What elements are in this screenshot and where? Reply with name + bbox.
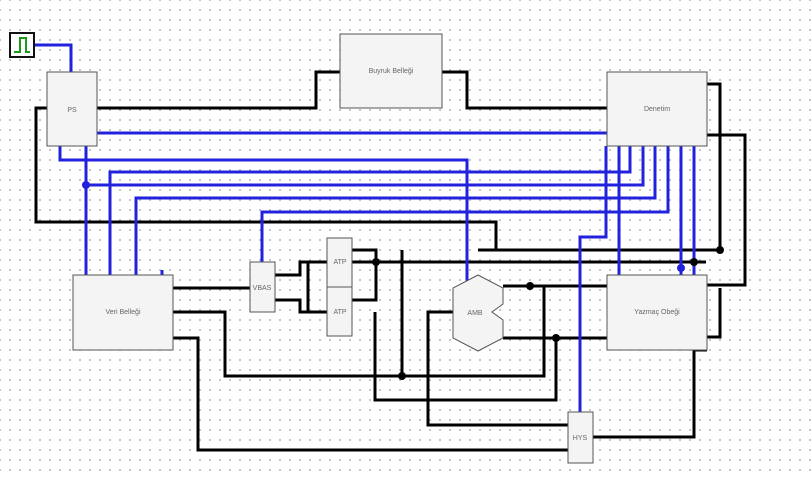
amb-alu[interactable]: AMB xyxy=(452,274,504,352)
junction-dot xyxy=(372,258,380,266)
wire-bottom-1 xyxy=(373,312,558,402)
wire-ctrl-5 xyxy=(260,146,670,262)
wire-bottom-2 xyxy=(426,310,568,427)
wire-ps-to-control xyxy=(97,70,607,110)
data-memory-label: Veri Belleği xyxy=(105,309,140,316)
register-file[interactable]: Yazmaç Obeği xyxy=(606,274,708,351)
junction-dot xyxy=(690,258,698,266)
atp-top-body xyxy=(326,237,353,288)
atp-top-label: ATP xyxy=(333,259,346,266)
wire-clock-to-ps xyxy=(34,43,73,72)
ps-register[interactable]: PS xyxy=(46,71,98,147)
wire-ctrl-hys xyxy=(578,146,608,412)
hys-body xyxy=(567,411,594,464)
control-wires xyxy=(34,43,696,412)
wire-bottom-3 xyxy=(173,336,568,452)
register-file-body xyxy=(606,274,708,351)
vbas-body xyxy=(249,261,276,313)
atp-top-unit[interactable]: ATP xyxy=(326,237,353,288)
atp-bottom-unit[interactable]: ATP xyxy=(326,286,353,337)
register-file-label: Yazmaç Obeği xyxy=(634,309,680,316)
wire-vbas-to-atp xyxy=(275,260,327,314)
instruction-memory-body xyxy=(339,33,443,109)
wire-ctrl-4 xyxy=(134,146,657,275)
junctions xyxy=(82,181,724,380)
junction-dot xyxy=(398,372,406,380)
data-memory-body xyxy=(72,274,174,351)
control-unit-label: Denetim xyxy=(644,106,670,113)
control-unit[interactable]: Denetim xyxy=(606,71,708,147)
clock[interactable] xyxy=(9,32,35,58)
wire-atp-bus xyxy=(352,248,378,302)
hys-unit[interactable]: HYS xyxy=(567,411,594,464)
wire-ps-down xyxy=(58,146,469,285)
wire-register-down xyxy=(707,288,722,339)
clock-square-wave-icon xyxy=(14,37,30,53)
wire-mem-mid xyxy=(173,250,404,378)
junction-dot xyxy=(552,334,560,342)
wire-ps-loop xyxy=(34,106,498,252)
wire-ctrl-2 xyxy=(108,146,632,275)
vbas-label: VBAS xyxy=(253,285,272,292)
junction-dot xyxy=(82,181,90,189)
instruction-memory[interactable]: Buyruk Belleği xyxy=(339,33,443,109)
ps-label: PS xyxy=(67,107,77,114)
components: PS Buyruk Belleği Denetim Veri Belleği V… xyxy=(9,32,708,464)
junction-dot xyxy=(677,264,685,272)
amb-body xyxy=(452,274,504,352)
instruction-memory-label: Buyruk Belleği xyxy=(369,68,414,75)
vbas-unit[interactable]: VBAS xyxy=(249,261,276,313)
ps-body xyxy=(46,71,98,147)
clock-body xyxy=(9,32,35,58)
junction-dot xyxy=(526,282,534,290)
atp-bottom-label: ATP xyxy=(333,309,346,316)
amb-label: AMB xyxy=(467,310,483,317)
wire-amb-bus xyxy=(402,284,608,378)
atp-bottom-body xyxy=(326,286,353,337)
wire-ctrl-3 xyxy=(86,146,645,187)
wire-hys-right xyxy=(593,348,707,439)
hys-label: HYS xyxy=(573,435,588,442)
control-unit-body xyxy=(606,71,708,147)
wire-control-right-2 xyxy=(707,133,747,287)
wire-control-right-1 xyxy=(478,82,722,252)
data-wires xyxy=(34,70,747,452)
data-memory[interactable]: Veri Belleği xyxy=(72,274,174,351)
junction-dot xyxy=(716,246,724,254)
